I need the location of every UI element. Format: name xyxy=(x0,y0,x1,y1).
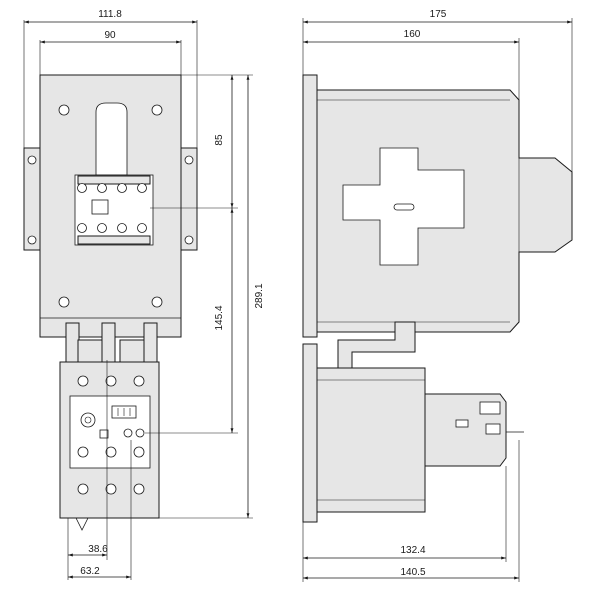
terminal-screw-icon xyxy=(117,223,127,233)
dim-111-8: 111.8 xyxy=(98,9,122,20)
terminal-screw-icon xyxy=(105,483,117,495)
terminal-screw-icon xyxy=(77,375,89,387)
terminal-screw-icon xyxy=(137,183,147,193)
terminal-screw-icon xyxy=(97,223,107,233)
screw-icon xyxy=(27,235,37,245)
terminal-screw-icon xyxy=(105,446,117,458)
screw-icon xyxy=(27,155,37,165)
dim-132-4: 132.4 xyxy=(400,545,425,556)
screw-icon xyxy=(184,155,194,165)
terminal-screw-icon xyxy=(117,183,127,193)
aux-tab xyxy=(95,102,128,176)
dial-icon xyxy=(80,412,96,428)
side-lower-plate xyxy=(302,343,318,523)
terminal-screw-icon xyxy=(133,483,145,495)
dim-140-5: 140.5 xyxy=(400,567,425,578)
front-view: 111.8 90 85 145.4 289.1 38.6 63.2 xyxy=(23,9,265,580)
dim-175: 175 xyxy=(430,9,447,20)
terminal-screw-icon xyxy=(77,483,89,495)
side-view: 175 160 132.4 140.5 xyxy=(302,9,573,582)
terminal-screw-icon xyxy=(105,375,117,387)
terminal-screw-icon xyxy=(77,223,87,233)
mount-hole-icon xyxy=(58,104,70,116)
dim-63-2: 63.2 xyxy=(80,566,100,577)
terminal-screw-icon xyxy=(97,183,107,193)
dim-145-4: 145.4 xyxy=(214,305,225,330)
button-icon xyxy=(135,428,145,438)
dim-90: 90 xyxy=(104,30,116,41)
screw-icon xyxy=(184,235,194,245)
dim-85: 85 xyxy=(214,134,225,146)
button-icon xyxy=(123,428,133,438)
terminal-screw-icon xyxy=(77,446,89,458)
dim-289-1: 289.1 xyxy=(254,283,265,308)
label-window xyxy=(91,199,109,215)
side-mount-plate xyxy=(302,74,318,338)
terminal-screw-icon xyxy=(133,446,145,458)
side-overload-relay xyxy=(316,367,426,513)
slot-icon xyxy=(393,203,415,211)
terminal-screw-icon xyxy=(133,375,145,387)
dim-160: 160 xyxy=(404,29,421,40)
mount-hole-icon xyxy=(58,296,70,308)
terminal-screw-icon xyxy=(77,183,87,193)
terminal-screw-icon xyxy=(137,223,147,233)
dim-38-6: 38.6 xyxy=(88,544,108,555)
mount-hole-icon xyxy=(151,296,163,308)
mount-hole-icon xyxy=(151,104,163,116)
